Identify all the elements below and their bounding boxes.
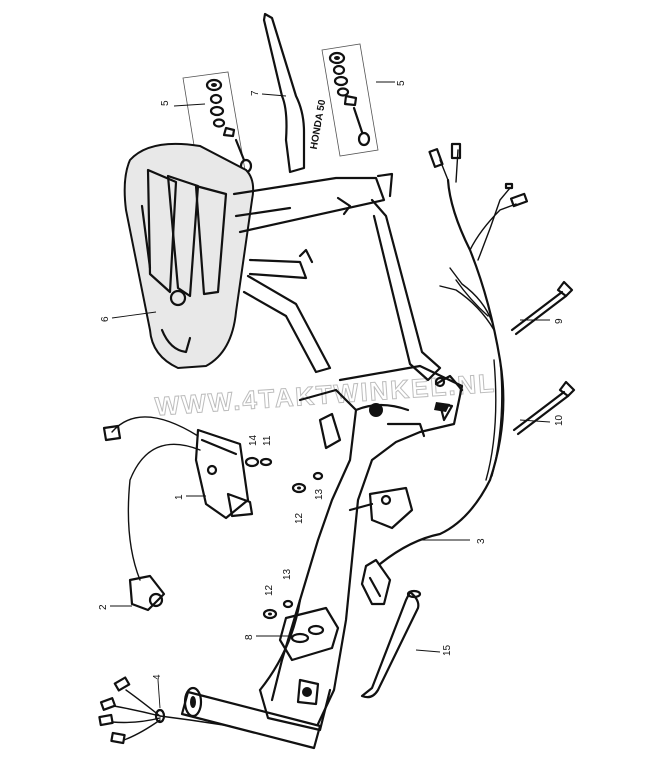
main-frame — [180, 364, 464, 750]
bolt-10 — [512, 380, 576, 436]
emblem-strip: HONDA 50 — [262, 12, 329, 174]
callout-4: 4 — [152, 674, 163, 680]
callout-11: 11 — [262, 435, 273, 446]
ignition-coil — [194, 428, 254, 520]
callout-15: 15 — [442, 644, 453, 656]
callout-8: 8 — [244, 634, 255, 640]
callout-10: 10 — [554, 414, 565, 426]
emblem-decal-text: HONDA 50 — [309, 98, 329, 150]
callout-14: 14 — [248, 434, 259, 446]
callout-2: 2 — [98, 604, 109, 610]
callout-12-upper: 12 — [294, 512, 305, 524]
leader-lines — [110, 81, 551, 709]
hardware-panel-right — [321, 43, 379, 157]
watermark-text: WWW.4TAKTWINKEL.NL — [154, 368, 497, 422]
callout-5-right: 5 — [396, 80, 407, 86]
callout-1: 1 — [174, 494, 185, 500]
callout-7: 7 — [250, 90, 261, 96]
bolt-9 — [510, 280, 574, 336]
harness-connectors — [98, 676, 231, 745]
serial-plate — [278, 606, 340, 662]
fuel-hose — [360, 589, 422, 699]
callout-3: 3 — [476, 538, 487, 544]
callout-5-left: 5 — [160, 100, 171, 106]
nut-washer-set — [244, 456, 324, 620]
wiring-harness — [378, 142, 529, 566]
carrier-rack — [123, 142, 442, 382]
callout-9: 9 — [554, 318, 565, 324]
callout-13-lower: 13 — [282, 568, 293, 580]
callout-12-lower: 12 — [264, 584, 275, 596]
spark-plug-lead — [102, 416, 201, 612]
callout-13-upper: 13 — [314, 488, 325, 500]
callout-6: 6 — [100, 316, 111, 322]
